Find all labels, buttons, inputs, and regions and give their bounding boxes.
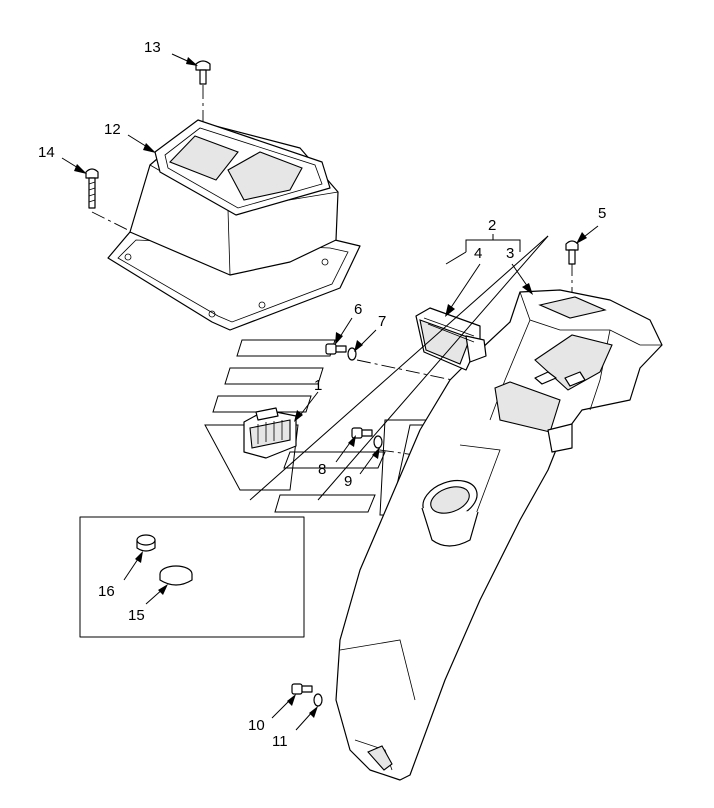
callout-9: 9 xyxy=(344,473,352,490)
bolt-14-icon xyxy=(85,168,99,209)
inset-box xyxy=(79,516,305,638)
console-knob-part xyxy=(421,479,479,547)
plug-16-icon xyxy=(136,534,156,552)
callout-labels: 13 12 14 2 4 3 5 6 7 1 8 9 16 15 10 11 xyxy=(38,39,606,750)
screw-10-icon xyxy=(291,683,313,695)
callout-2: 2 xyxy=(488,217,496,234)
connector-1-part xyxy=(243,407,297,459)
callout-8: 8 xyxy=(318,461,326,478)
callout-11: 11 xyxy=(272,733,288,750)
bolt-5-icon xyxy=(565,240,579,265)
callout-6: 6 xyxy=(354,301,362,318)
washer-9-icon xyxy=(373,435,383,449)
washer-7-icon xyxy=(347,347,357,361)
switch-module-part xyxy=(415,307,487,371)
console-body-part xyxy=(335,289,663,781)
callout-16: 16 xyxy=(98,583,115,600)
callout-3: 3 xyxy=(506,245,514,262)
callout-10: 10 xyxy=(248,717,265,734)
leader-lines xyxy=(61,53,599,731)
callout-1: 1 xyxy=(314,377,322,394)
boot-housing-part xyxy=(107,119,361,331)
callout-13: 13 xyxy=(144,39,161,56)
screw-8-icon xyxy=(351,427,373,439)
washer-11-icon xyxy=(313,693,323,707)
callout-7: 7 xyxy=(378,313,386,330)
callout-14: 14 xyxy=(38,144,55,161)
cap-15-icon xyxy=(159,565,193,586)
screw-13-icon xyxy=(195,60,211,85)
screw-6-icon xyxy=(325,343,347,355)
callout-15: 15 xyxy=(128,607,145,624)
callout-12: 12 xyxy=(104,121,121,138)
callout-5: 5 xyxy=(598,205,606,222)
callout-4: 4 xyxy=(474,245,482,262)
